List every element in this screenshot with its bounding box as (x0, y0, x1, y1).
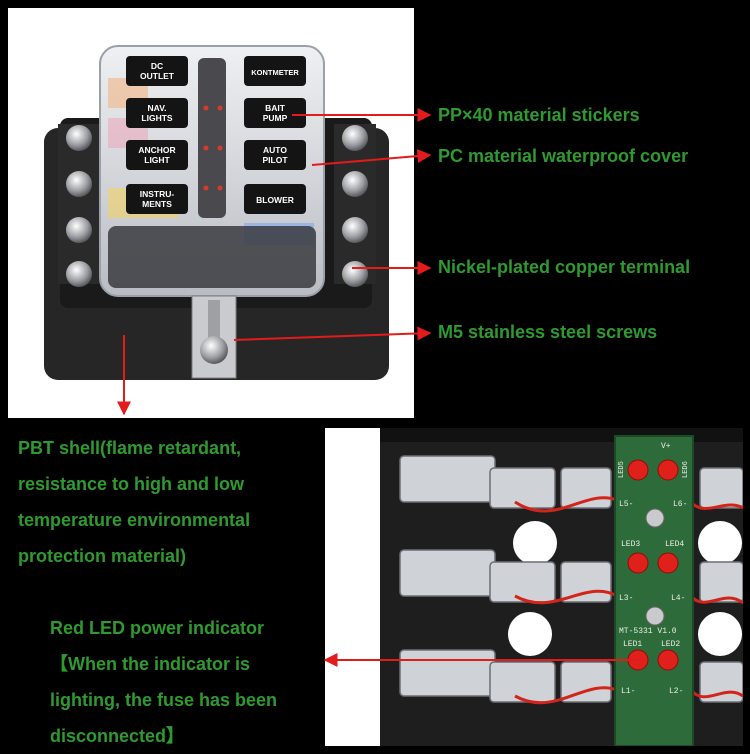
fuse-label-text: LIGHT (144, 155, 170, 165)
led-board-photo: V+ L5- L6- LED3 LED4 L3- L4- MT-5331 V1.… (325, 428, 743, 746)
pbt-line: PBT shell(flame retardant, (18, 438, 242, 458)
right-terminals (334, 124, 376, 287)
pcb-label-model: MT-5331 V1.0 (619, 627, 677, 636)
callout-screws: M5 stainless steel screws (438, 322, 658, 342)
led-line: Red LED power indicator (50, 618, 265, 638)
fuse-label-text: AUTO (263, 145, 287, 155)
fuse-label-text: PILOT (262, 155, 288, 165)
fuse-label-text: ANCHOR (138, 145, 175, 155)
fuse-label-text: LIGHTS (141, 113, 172, 123)
led-line: 【When the indicator is (50, 654, 251, 674)
callout-stickers: PP×40 material stickers (438, 105, 640, 125)
pcb-label-l4: L4- (671, 594, 685, 603)
pcb-label-led6: LED6 (682, 461, 690, 478)
arrow-screws (233, 326, 432, 341)
fuse-label-text: BLOWER (256, 195, 294, 205)
pcb-label-led2: LED2 (661, 640, 680, 649)
pcb-label-led4: LED4 (665, 540, 684, 549)
fuse-label-sticker: BLOWER (244, 184, 306, 214)
led-board-illustration: V+ L5- L6- LED3 LED4 L3- L4- MT-5331 V1.… (380, 428, 743, 746)
pcb-label-l2: L2- (669, 687, 683, 696)
left-terminals (58, 124, 100, 287)
led-indicator-description: Red LED power indicator 【When the indica… (50, 610, 320, 754)
fuse-label-text: NAV. (148, 103, 167, 113)
pcb-label-l1: L1- (621, 687, 635, 696)
fuse-label-text: OUTLET (140, 71, 175, 81)
fuse-label-text: KONTMETER (251, 68, 299, 77)
arrow-cover (311, 149, 432, 166)
fuse-label-text: MENTS (142, 199, 172, 209)
pcb-label-led5: LED5 (618, 461, 626, 478)
pbt-shell-description: PBT shell(flame retardant, resistance to… (18, 430, 318, 574)
pcb-label-l3: L3- (619, 594, 633, 603)
pcb-label-led1: LED1 (623, 640, 642, 649)
pbt-line: resistance to high and low (18, 474, 245, 494)
pcb-label-led3: LED3 (621, 540, 640, 549)
fuse-label-sticker: KONTMETER (244, 56, 306, 86)
pcb-label-vplus: V+ (661, 442, 671, 451)
pcb-label-l6: L6- (673, 500, 687, 509)
pbt-line: protection material) (18, 546, 187, 566)
callout-cover: PC material waterproof cover (438, 146, 689, 166)
fuse-label-sticker: NAV.LIGHTS (126, 98, 188, 128)
led-pcb (614, 435, 694, 746)
fuse-label-text: PUMP (263, 113, 288, 123)
fuse-label-text: BAIT (265, 103, 286, 113)
fuse-label-text: DC (151, 61, 163, 71)
led-line: lighting, the fuse has been (50, 690, 278, 710)
pbt-line: temperature environmental (18, 510, 251, 530)
fuse-label-sticker: INSTRU-MENTS (126, 184, 188, 214)
fuse-label-text: INSTRU- (140, 189, 175, 199)
led-line: disconnected】 (50, 726, 185, 746)
spade-terminals (399, 455, 743, 703)
callout-terminal: Nickel-plated copper terminal (438, 257, 691, 277)
pcb-label-l5: L5- (619, 500, 633, 509)
red-wires (514, 496, 743, 705)
